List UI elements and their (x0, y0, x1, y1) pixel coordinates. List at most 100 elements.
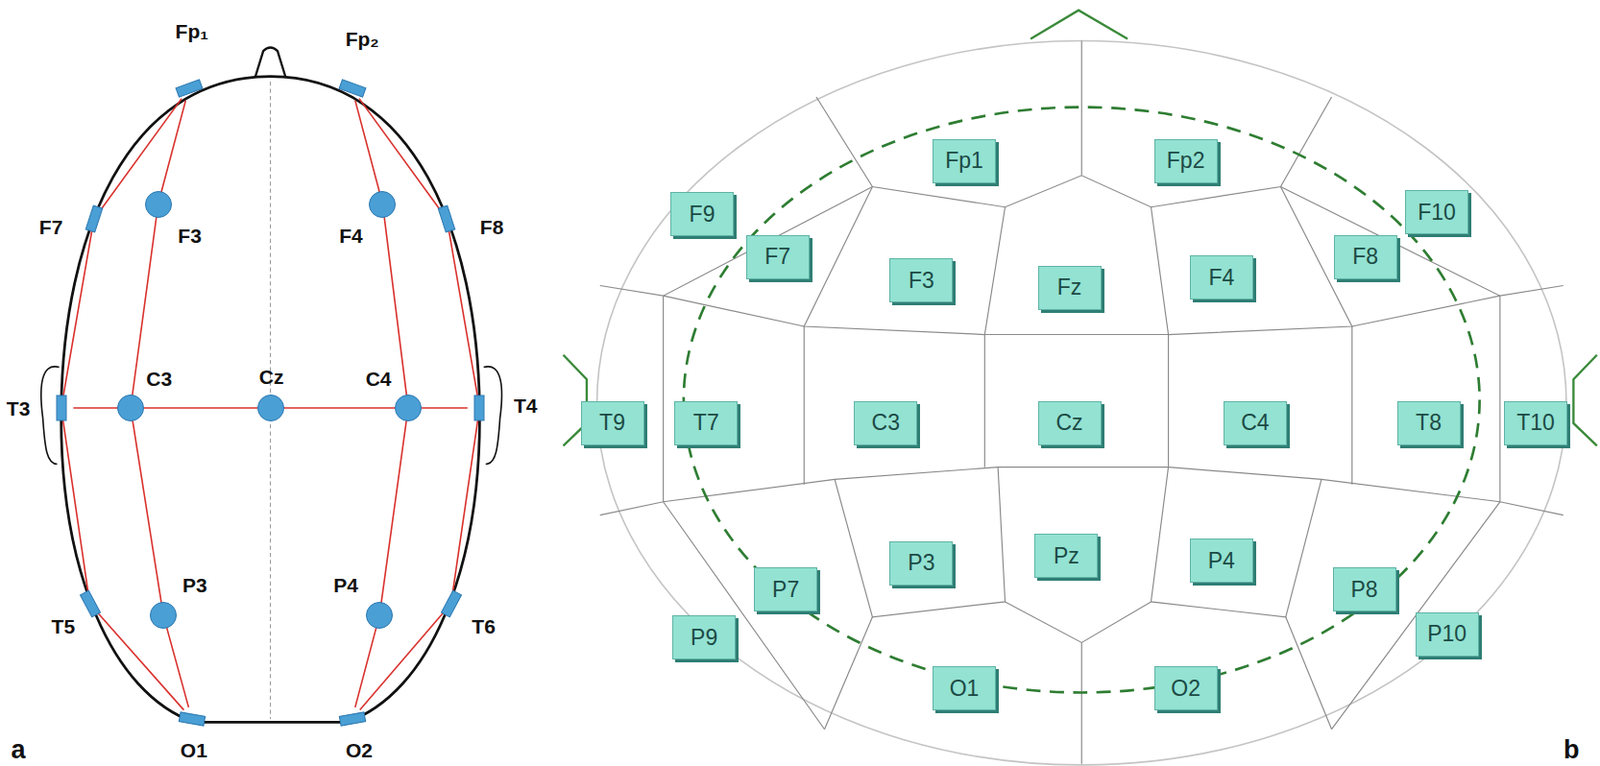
electrode-label: C3 (872, 412, 900, 435)
electrode-circle: Cz (257, 394, 285, 422)
electrode-label: Cz (1055, 412, 1083, 435)
pad-shape (339, 705, 366, 733)
electrode-label: Fp₁ (175, 20, 209, 41)
electrode-pad: T3 (48, 394, 75, 422)
electrode-label: T3 (6, 398, 31, 419)
electrode-pad: T5 (76, 590, 104, 618)
electrode-label: Fp1 (945, 149, 984, 172)
electrode-label: Fp2 (1166, 149, 1206, 172)
panel-label: a (11, 736, 26, 763)
pad-rect (474, 395, 485, 421)
electrode-label: O1 (180, 739, 208, 760)
pad-rect (56, 395, 67, 421)
electrode-box: F8 (1333, 235, 1398, 280)
montage-line (72, 407, 119, 410)
montage-line (166, 627, 189, 708)
pad-rect (79, 590, 100, 618)
electrode-box: C3 (853, 401, 918, 446)
electrode-pad: Fp₁ (175, 74, 203, 102)
electrode-box: O1 (932, 666, 996, 711)
electrode-label: F7 (764, 245, 791, 268)
montage-line (359, 98, 440, 211)
electrode-label: C3 (145, 368, 172, 389)
electrode-pad: O2 (339, 705, 366, 733)
montage-line (360, 613, 444, 711)
region-grid (600, 41, 1564, 765)
electrode-label: Fz (1057, 276, 1083, 299)
electrode-pad: O1 (178, 705, 206, 733)
electrode-label: C4 (365, 368, 392, 389)
montage-line (282, 407, 396, 410)
electrode-label: P4 (1208, 550, 1236, 573)
ear-outline (484, 366, 503, 465)
electrode-label: F7 (39, 216, 64, 237)
electrode-box: Fz (1038, 266, 1102, 311)
electrode-label: Fp₂ (345, 28, 380, 49)
pad-rect (175, 79, 203, 97)
electrode-label: T9 (599, 412, 626, 435)
electrode-label: T10 (1516, 412, 1555, 435)
montage-line (97, 612, 185, 710)
montage-line (63, 231, 93, 397)
electrode-label: F3 (908, 269, 935, 292)
pad-shape (76, 590, 104, 618)
montage-line (161, 100, 186, 194)
electrode-circle: P3 (149, 602, 177, 630)
electrode-box: F7 (746, 235, 810, 280)
electrode-box: P10 (1415, 612, 1479, 657)
montage-line (452, 419, 478, 592)
electrode-pad: T6 (437, 590, 465, 618)
electrode-box: Cz (1038, 401, 1102, 446)
electrode-circle: C3 (117, 394, 145, 422)
pad-shape (178, 705, 206, 733)
electrode-box: P7 (753, 567, 818, 612)
nose-outline (255, 47, 287, 77)
montage-line (420, 407, 468, 410)
electrode-label: C4 (1240, 412, 1269, 435)
head-outline (597, 41, 1567, 766)
pad-shape (175, 74, 203, 102)
head-outline (61, 76, 481, 724)
electrode-label: F10 (1417, 201, 1456, 224)
electrode-label: F9 (689, 203, 716, 226)
electrode-box: F10 (1405, 190, 1469, 235)
electrode-box: P8 (1333, 567, 1397, 612)
electrode-box: Pz (1034, 533, 1098, 579)
electrode-label: T6 (471, 616, 496, 637)
montage-line (449, 231, 479, 397)
electrode-box: Fp1 (932, 139, 996, 184)
electrode-box: F4 (1189, 255, 1254, 300)
electrode-box: O2 (1154, 666, 1218, 711)
montage-line (100, 98, 182, 211)
electrode-label: T8 (1415, 412, 1442, 435)
electrode-box: T10 (1503, 401, 1568, 446)
electrode-pad: F8 (433, 205, 461, 233)
electrode-box: F9 (670, 192, 734, 237)
panel-label: b (1563, 736, 1580, 763)
montage-line (132, 419, 162, 604)
electrode-label: Cz (259, 366, 285, 388)
electrode-label: F4 (339, 225, 364, 246)
electrode-box: C4 (1223, 401, 1287, 446)
electrode-label: P4 (333, 574, 359, 595)
electrode-pad: T4 (465, 394, 493, 422)
electrode-label: F3 (177, 225, 202, 246)
montage-line (143, 407, 259, 410)
pad-shape (48, 394, 75, 422)
pad-rect (440, 590, 461, 618)
electrode-label: P3 (182, 574, 208, 595)
electrode-label: Pz (1053, 545, 1080, 568)
pad-shape (433, 205, 461, 233)
electrode-pad: Fp₂ (339, 74, 366, 102)
electrode-label: O2 (1170, 678, 1201, 701)
electrode-label: T5 (51, 616, 76, 637)
electrode-label: P3 (907, 552, 935, 575)
electrode-box: T9 (581, 401, 645, 446)
electrode-label: F4 (1208, 266, 1235, 290)
electrode-label: O1 (949, 678, 980, 701)
electrode-label: F8 (480, 216, 505, 237)
electrode-pad: F7 (80, 205, 108, 233)
pad-rect (438, 206, 457, 234)
